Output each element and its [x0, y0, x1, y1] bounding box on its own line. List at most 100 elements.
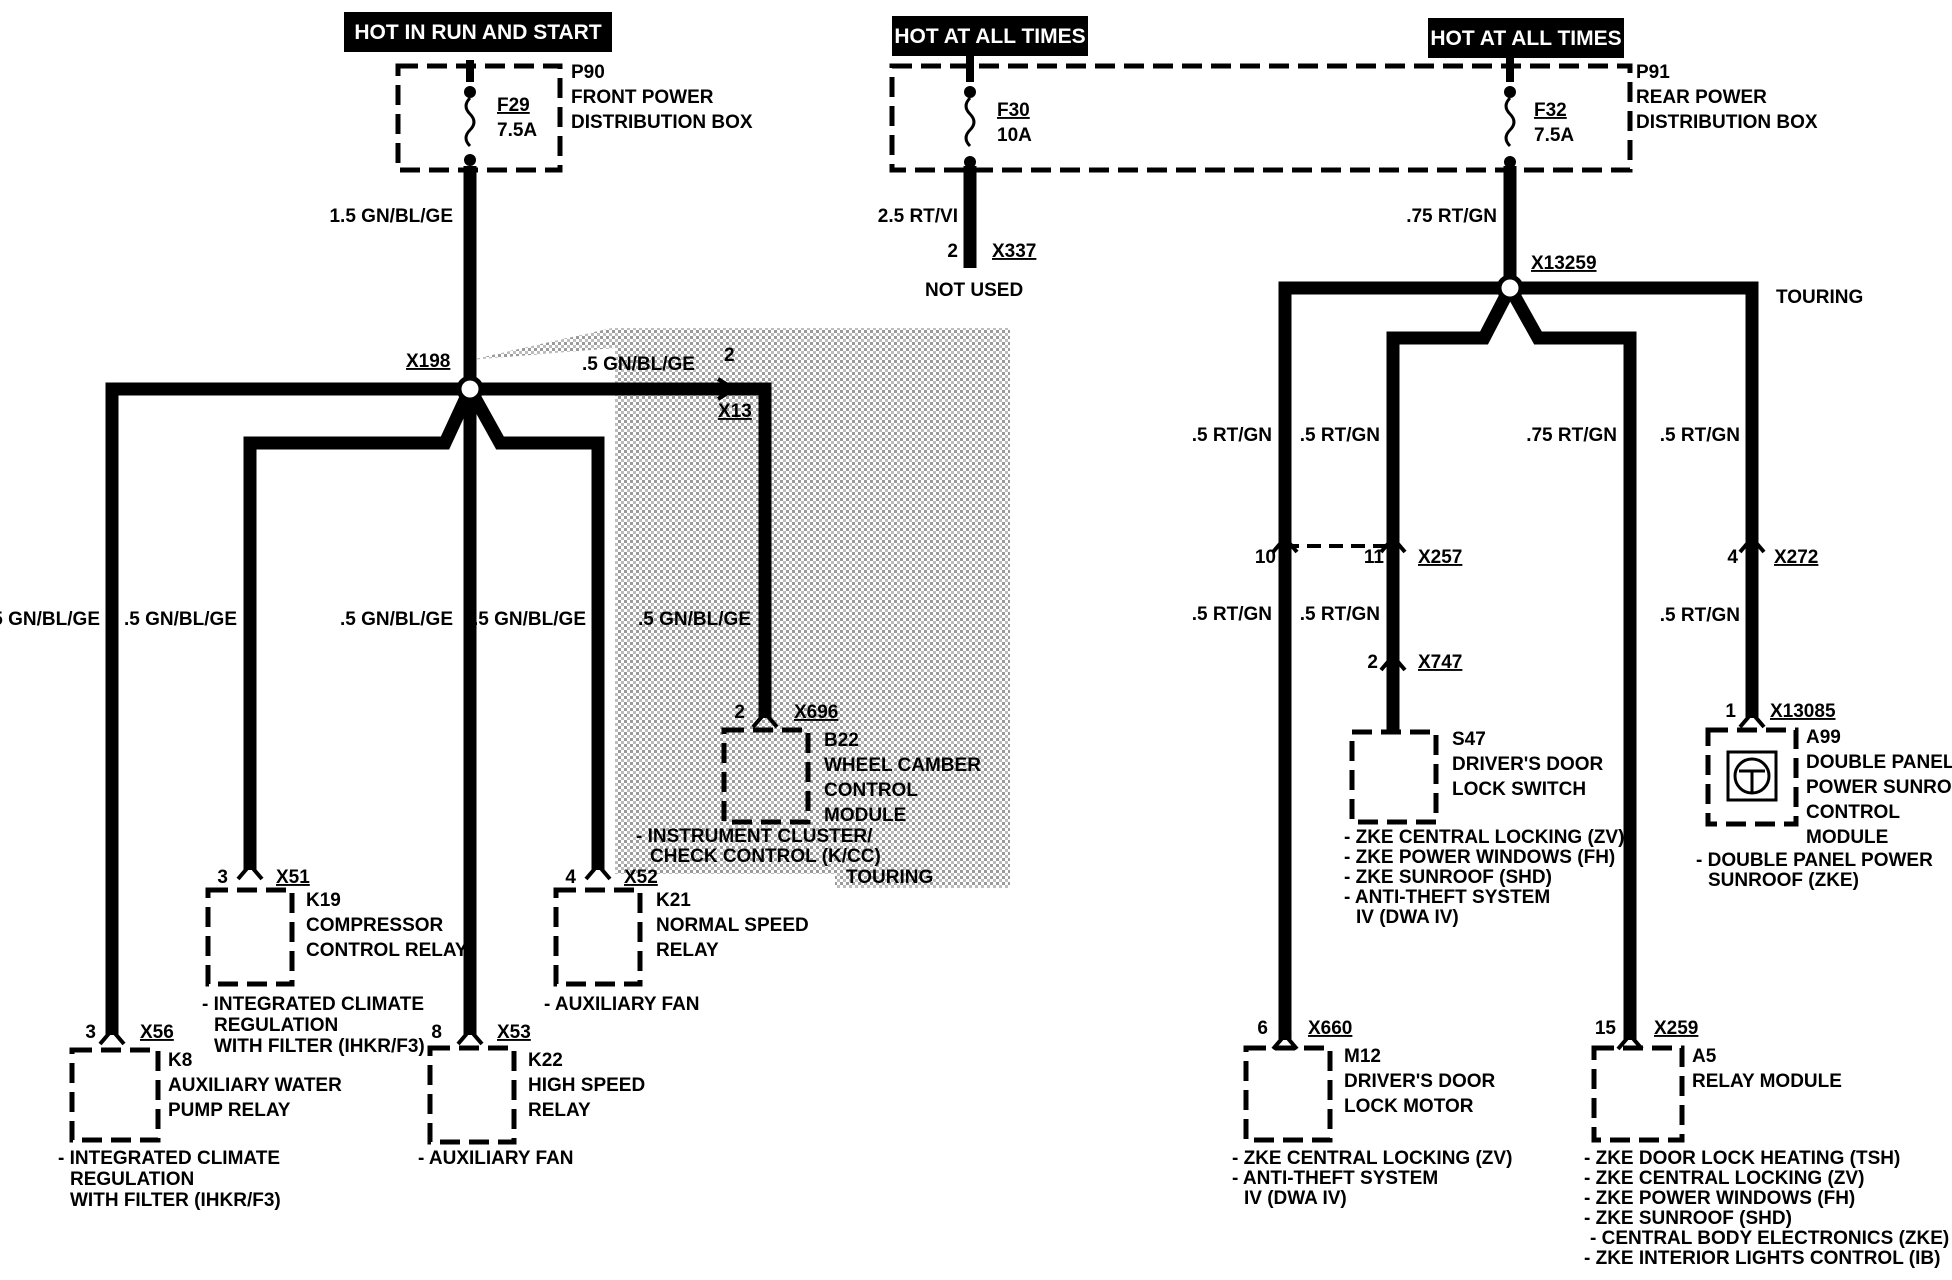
diagram-label: .5 GN/BL/GE: [340, 609, 453, 630]
diagram-label: .5 RT/GN: [1660, 605, 1740, 626]
diagram-label: DISTRIBUTION BOX: [571, 112, 753, 133]
diagram-label: X259: [1654, 1018, 1698, 1039]
diagram-label: X56: [140, 1022, 174, 1043]
diagram-label: POWER SUNROOF: [1806, 777, 1952, 798]
diagram-label: A5: [1692, 1046, 1717, 1067]
touring-shaded-area: [470, 328, 1010, 888]
diagram-label: X747: [1418, 652, 1462, 673]
splice-x13259: [1496, 274, 1524, 302]
supply-hot-at-all-times-2: HOT AT ALL TIMES: [1428, 18, 1624, 58]
connector-x13085: 1 X13085: [1725, 701, 1836, 729]
module-a99: [1705, 727, 1799, 827]
diagram-label: F29: [497, 95, 530, 116]
diagram-label: M12: [1344, 1046, 1381, 1067]
diagram-label: REGULATION: [70, 1169, 194, 1190]
diagram-label: REAR POWER: [1636, 87, 1767, 108]
diagram-label: RELAY MODULE: [1692, 1071, 1842, 1092]
diagram-label: 4: [565, 867, 576, 888]
connector-x660: 6 X660: [1257, 1018, 1352, 1051]
diagram-label: SUNROOF (ZKE): [1708, 870, 1859, 891]
diagram-label: .75 RT/GN: [1526, 425, 1617, 446]
wire-a5: [1504, 284, 1637, 1040]
diagram-label: X52: [624, 867, 658, 888]
connector-x52: 4 X52: [565, 861, 658, 888]
diagram-label: .5 RT/GN: [1660, 425, 1740, 446]
connector-x257: 10 11 X257: [1255, 534, 1462, 568]
diagram-label: 11: [1364, 547, 1385, 568]
wire-k8: [105, 382, 470, 1035]
diagram-label: - ZKE DOOR LOCK HEATING (TSH): [1584, 1148, 1900, 1169]
diagram-label: .5 RT/GN: [1300, 604, 1380, 625]
diagram-label: NORMAL SPEED: [656, 915, 809, 936]
diagram-label: TOURING: [1776, 287, 1863, 308]
diagram-label: CONTROL: [1806, 802, 1900, 823]
diagram-label: .5 GN/BL/GE: [0, 609, 100, 630]
diagram-label: MODULE: [824, 805, 906, 826]
diagram-label: X13: [718, 401, 752, 422]
diagram-label: K19: [306, 890, 341, 911]
diagram-label: X660: [1308, 1018, 1352, 1039]
diagram-label: HOT AT ALL TIMES: [1430, 27, 1621, 50]
diagram-label: - CENTRAL BODY ELECTRONICS (ZKE): [1590, 1228, 1949, 1249]
fuse-f29-icon: [464, 60, 476, 166]
diagram-label: - DOUBLE PANEL POWER: [1696, 850, 1933, 871]
relay-k8: [69, 1047, 161, 1143]
diagram-label: - ZKE SUNROOF (SHD): [1344, 867, 1552, 888]
diagram-label: DOUBLE PANEL: [1806, 752, 1952, 773]
diagram-label: .75 RT/GN: [1406, 206, 1497, 227]
diagram-label: - ZKE POWER WINDOWS (FH): [1344, 847, 1615, 868]
front-power-distribution-box: [395, 63, 563, 173]
diagram-label: .5 GN/BL/GE: [582, 354, 695, 375]
diagram-label: WITH FILTER (IHKR/F3): [70, 1190, 281, 1211]
diagram-label: K8: [168, 1050, 192, 1071]
diagram-label: PUMP RELAY: [168, 1100, 291, 1121]
switch-s47: [1349, 729, 1439, 825]
diagram-label: - ZKE CENTRAL LOCKING (ZV): [1344, 827, 1624, 848]
diagram-label: 1.5 GN/BL/GE: [329, 206, 453, 227]
diagram-label: 2: [734, 702, 745, 723]
diagram-label: FRONT POWER: [571, 87, 714, 108]
diagram-label: - ZKE INTERIOR LIGHTS CONTROL (IB): [1584, 1248, 1940, 1269]
diagram-label: 1: [1725, 701, 1736, 722]
diagram-label: AUXILIARY WATER: [168, 1075, 342, 1096]
diagram-label: B22: [824, 730, 859, 751]
diagram-label: REGULATION: [214, 1015, 338, 1036]
wire-k19: [243, 386, 476, 870]
wire-k21: [464, 385, 605, 870]
diagram-label: - INTEGRATED CLIMATE: [58, 1148, 280, 1169]
diagram-label: RELAY: [528, 1100, 591, 1121]
diagram-label: - ANTI-THEFT SYSTEM: [1232, 1168, 1438, 1189]
diagram-label: X53: [497, 1022, 531, 1043]
supply-hot-at-all-times-1: HOT AT ALL TIMES: [892, 16, 1088, 56]
diagram-label: DRIVER'S DOOR: [1344, 1071, 1496, 1092]
diagram-label: 2: [947, 241, 958, 262]
diagram-label: HIGH SPEED: [528, 1075, 645, 1096]
fuse-f32-icon: [1504, 58, 1516, 168]
diagram-label: NOT USED: [925, 280, 1023, 301]
diagram-label: LOCK MOTOR: [1344, 1096, 1474, 1117]
diagram-label: HOT IN RUN AND START: [354, 21, 601, 44]
wire-m12: [1278, 281, 1510, 1040]
diagram-label: LOCK SWITCH: [1452, 779, 1586, 800]
wire-x272: [1510, 281, 1759, 718]
diagram-label: S47: [1452, 729, 1486, 750]
connector-x56: 3 X56: [85, 1022, 174, 1046]
diagram-label: 10: [1255, 547, 1276, 568]
diagram-label: DRIVER'S DOOR: [1452, 754, 1604, 775]
relay-k19: [205, 887, 295, 987]
diagram-label: 10A: [997, 125, 1032, 146]
diagram-label: .5 GN/BL/GE: [638, 609, 751, 630]
diagram-label: X198: [406, 351, 450, 372]
diagram-label: .5 RT/GN: [1192, 604, 1272, 625]
diagram-label: X51: [276, 867, 310, 888]
splice-x198: [456, 375, 484, 403]
diagram-label: .5 RT/GN: [1300, 425, 1380, 446]
diagram-label: - ZKE SUNROOF (SHD): [1584, 1208, 1792, 1229]
connector-x272: 4 X272: [1727, 534, 1818, 568]
diagram-label: IV (DWA IV): [1356, 907, 1459, 928]
diagram-label: A99: [1806, 727, 1841, 748]
diagram-label: - INSTRUMENT CLUSTER/: [636, 826, 873, 847]
diagram-label: CONTROL RELAY: [306, 940, 468, 961]
diagram-label: HOT AT ALL TIMES: [894, 25, 1085, 48]
diagram-label: 6: [1257, 1018, 1268, 1039]
